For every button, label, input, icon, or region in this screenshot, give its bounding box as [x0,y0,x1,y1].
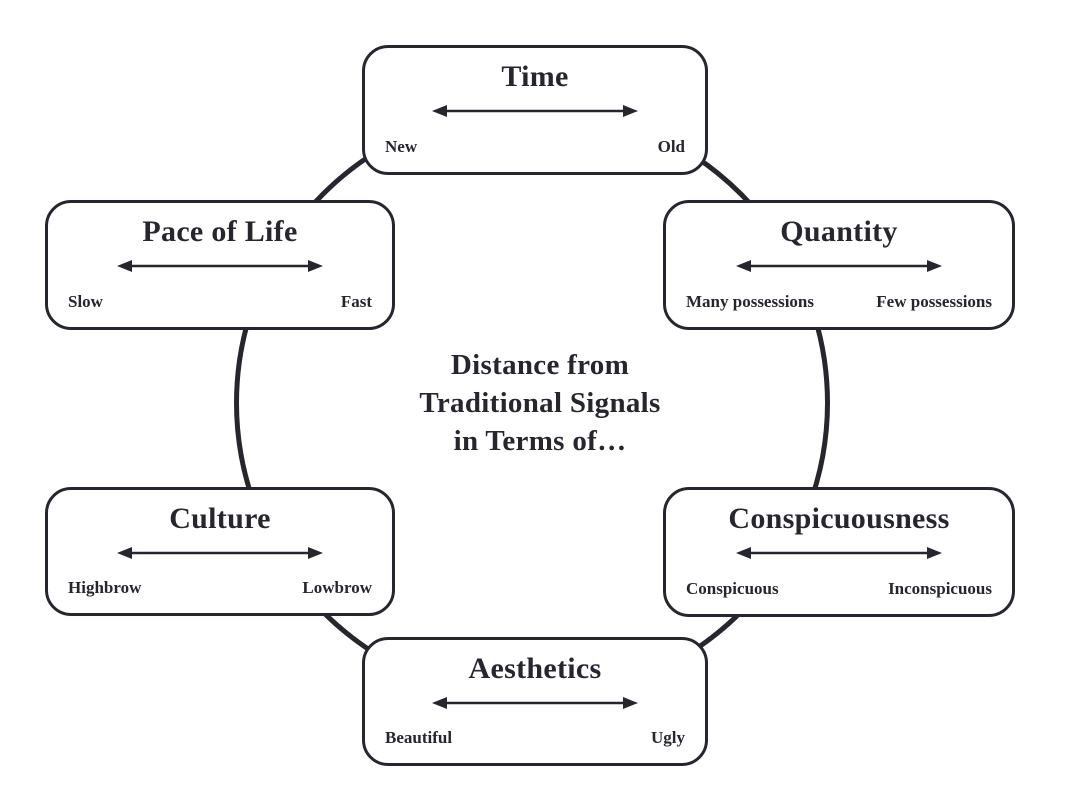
right-endpoint-label: Ugly [651,728,685,747]
endpoint-labels: Conspicuous Inconspicuous [666,579,1012,614]
double-arrow-icon [432,105,638,117]
node-title: Culture [169,502,271,535]
right-endpoint-label: Few possessions [876,292,992,311]
node-culture: Culture Highbrow Lowbrow [45,487,395,616]
node-conspicuousness: Conspicuousness Conspicuous Inconspicuou… [663,487,1015,617]
center-caption: Distance from Traditional Signals in Ter… [330,346,750,460]
center-caption-line-3: in Terms of… [453,425,627,457]
node-time: Time New Old [362,45,708,175]
node-title: Time [501,60,569,93]
left-endpoint-label: Slow [68,292,103,311]
double-arrow-icon [736,547,942,559]
double-arrow-icon [117,260,323,272]
left-endpoint-label: Many possessions [686,292,815,311]
left-endpoint-label: Beautiful [385,728,453,747]
node-title: Quantity [780,215,898,248]
center-caption-line-2: Traditional Signals [419,387,661,419]
node-quantity: Quantity Many possessions Few possession… [663,200,1015,330]
right-endpoint-label: Inconspicuous [888,579,992,598]
double-arrow-icon [432,697,638,709]
endpoint-labels: Many possessions Few possessions [666,292,1012,327]
left-endpoint-label: Highbrow [68,578,142,597]
center-caption-line-1: Distance from [450,349,630,381]
node-pace-of-life: Pace of Life Slow Fast [45,200,395,330]
endpoint-labels: Highbrow Lowbrow [48,578,392,613]
node-aesthetics: Aesthetics Beautiful Ugly [362,637,708,766]
endpoint-labels: Slow Fast [48,292,392,327]
right-endpoint-label: Old [657,137,685,156]
node-title: Conspicuousness [728,502,950,535]
endpoint-labels: Beautiful Ugly [365,728,705,763]
double-arrow-icon [117,547,323,559]
right-endpoint-label: Lowbrow [302,578,372,597]
right-endpoint-label: Fast [340,292,372,311]
left-endpoint-label: New [385,137,418,156]
left-endpoint-label: Conspicuous [686,579,779,598]
node-title: Pace of Life [142,215,298,248]
node-title: Aesthetics [468,652,602,685]
endpoint-labels: New Old [365,137,705,172]
double-arrow-icon [736,260,942,272]
